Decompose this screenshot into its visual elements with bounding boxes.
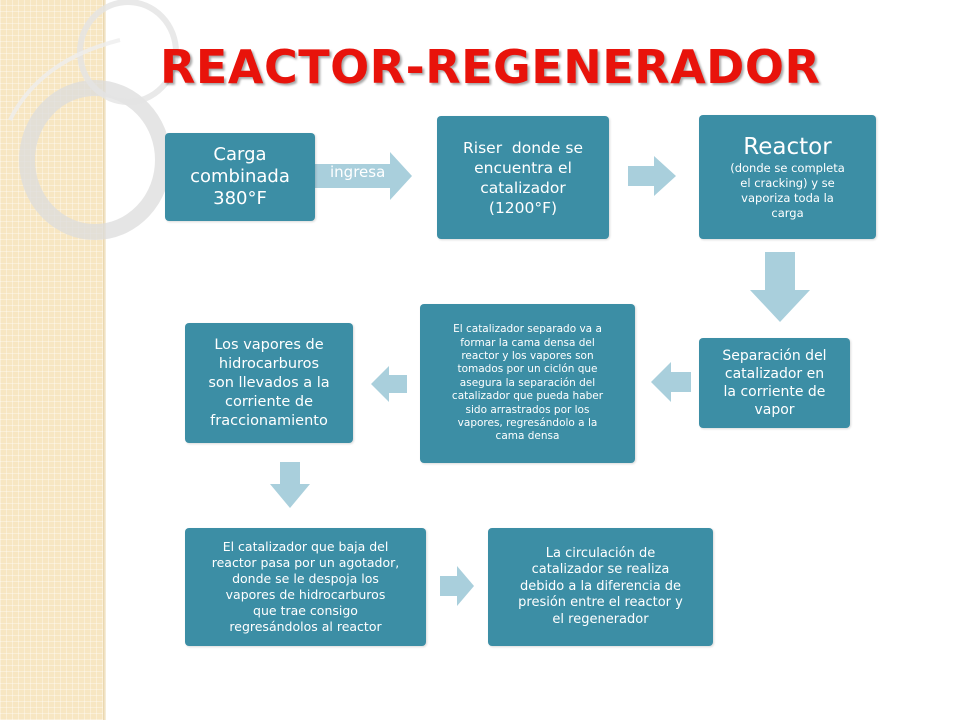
arrow-down-reactor-separacion [750,252,810,322]
vapores-line: son llevados a la [208,374,330,391]
arrow-right-ingresa [312,152,412,200]
reactor-line: (donde se completa [730,161,845,175]
cama-densa-line: tomados por un ciclón que [457,363,598,376]
arrow-right-agotador-circulacion [440,566,474,606]
arrow-left-separacion-cama [651,362,691,402]
cama-densa-line: vapores, regresándolo a la [457,417,598,430]
separacion-line: la corriente de [723,384,826,400]
cama-densa-line: reactor y los vapores son [461,349,594,362]
cama-densa-line: catalizador que pueda haber [451,390,604,403]
vapores-line: hidrocarburos [218,355,320,372]
separacion-line: vapor [754,402,795,418]
carga-line: combinada [190,166,290,187]
riser-line: Riser donde se [463,138,583,157]
vapores-line: fraccionamiento [210,412,328,429]
step-carga-combinada: Carga combinada 380°F [165,133,315,221]
cama-densa-line: cama densa [495,430,560,443]
riser-line: catalizador [480,178,566,197]
reactor-line: carga [771,206,804,220]
circulacion-line: catalizador se realiza [531,562,670,578]
strip-edge [103,0,106,720]
cama-densa-line: sido arrastrados por los [465,403,590,416]
circulacion-line: presión entre el reactor y [518,595,683,611]
carga-line: 380°F [213,188,267,209]
agotador-line: que trae consigo [253,603,358,618]
decorative-arc [8,38,121,121]
step-reactor: Reactor (donde se completa el cracking) … [699,115,876,239]
circulacion-line: debido a la diferencia de [519,578,682,594]
riser-line: (1200°F) [488,198,558,217]
circulacion-line: La circulación de [545,545,656,561]
decorative-ring-large [19,80,171,240]
agotador-line: reactor pasa por un agotador, [211,555,400,570]
arrow-down-vapores-agotador [270,462,310,508]
ingresa-label: ingresa [330,163,386,181]
decorative-rings [8,0,179,240]
reactor-line: vaporiza toda la [741,191,834,205]
step-circulacion: La circulación de catalizador se realiza… [488,528,713,646]
agotador-line: El catalizador que baja del [222,539,389,554]
vapores-line: Los vapores de [214,336,324,353]
decorative-side-strip [0,0,103,720]
arrow-right-riser-reactor [628,156,676,196]
cama-densa-line: El catalizador separado va a [453,323,602,336]
step-vapores-fraccionamiento: Los vapores de hidrocarburos son llevado… [185,323,353,443]
reactor-heading: Reactor [743,134,832,160]
riser-line: encuentra el [474,158,572,177]
step-agotador: El catalizador que baja del reactor pasa… [185,528,426,646]
carga-line: Carga [213,144,267,165]
slide-title: REACTOR-REGENERADOR [160,40,821,94]
circulacion-line: el regenerador [552,611,649,627]
separacion-line: Separación del [722,348,827,364]
cama-densa-line: asegura la separación del [459,376,596,389]
arrow-left-cama-vapores [371,366,407,402]
agotador-line: regresándolos al reactor [229,619,382,634]
step-cama-densa: El catalizador separado va a formar la c… [420,304,635,463]
cama-densa-line: formar la cama densa del [460,336,595,349]
agotador-line: donde se le despoja los [232,571,379,586]
reactor-line: el cracking) y se [740,176,835,190]
step-separacion-catalizador: Separación del catalizador en la corrien… [699,338,850,428]
step-riser: Riser donde se encuentra el catalizador … [437,116,609,239]
separacion-line: catalizador en [724,366,825,382]
vapores-line: corriente de [225,393,313,410]
agotador-line: vapores de hidrocarburos [225,587,386,602]
